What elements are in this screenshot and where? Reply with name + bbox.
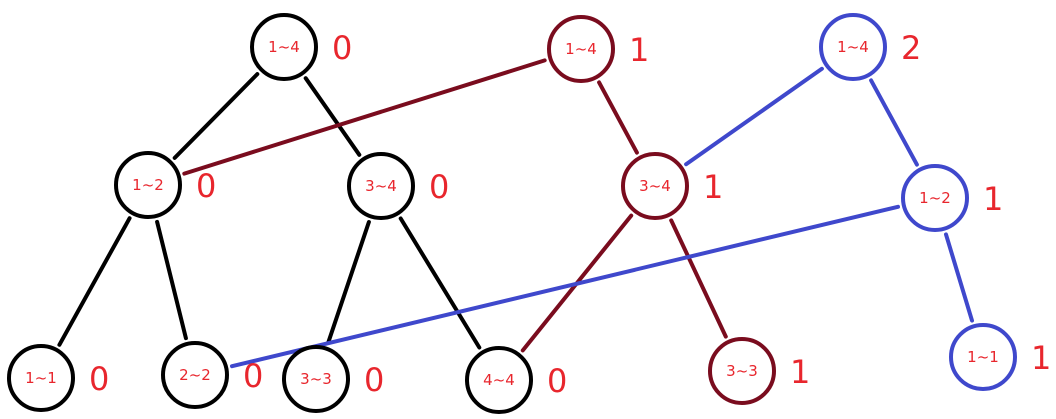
tree-node-t0-ll: 1~1 0 — [7, 344, 109, 412]
node-circle — [547, 15, 615, 83]
node-count-label: 1 — [703, 168, 723, 206]
edge-t2-root-to-t2-l — [869, 78, 919, 167]
node-range-label: 1~1 — [967, 348, 999, 366]
tree-node-t1-rl: 3~3 1 — [708, 337, 810, 405]
node-circle — [621, 152, 689, 220]
node-count-label: 0 — [429, 168, 449, 206]
edge-t0-r-to-t0-rl — [326, 220, 371, 345]
node-circle — [708, 337, 776, 405]
tree-node-t0-root: 1~4 0 — [250, 13, 352, 81]
tree-node-t2-l: 1~2 1 — [901, 164, 1003, 232]
node-range-label: 1~2 — [919, 189, 951, 207]
edge-t1-r-to-t1-rl — [669, 218, 728, 339]
node-count-label: 1 — [790, 353, 810, 391]
tree-node-t2-ll: 1~1 1 — [949, 323, 1051, 391]
node-circle — [250, 13, 318, 81]
node-count-label: 0 — [332, 29, 352, 67]
node-count-label: 0 — [364, 361, 384, 399]
tree-node-t0-r: 3~4 0 — [347, 152, 449, 220]
node-circle — [901, 164, 969, 232]
node-range-label: 2~2 — [179, 366, 211, 384]
node-range-label: 1~4 — [837, 38, 869, 56]
node-circle — [114, 151, 182, 219]
node-count-label: 2 — [901, 29, 921, 67]
node-count-label: 1 — [983, 180, 1003, 218]
edge-t2-l-to-t0-lr — [230, 204, 900, 369]
tree-node-t2-root: 1~4 2 — [819, 13, 921, 81]
node-range-label: 1~2 — [132, 176, 164, 194]
edge-t2-root-to-t1-r — [684, 66, 824, 167]
node-range-label: 3~4 — [639, 177, 671, 195]
edge-t1-root-to-t1-r — [597, 80, 639, 155]
node-count-label: 1 — [629, 31, 649, 69]
node-circle — [819, 13, 887, 81]
tree-node-t0-l: 1~2 0 — [114, 151, 216, 219]
edges-layer — [57, 58, 974, 369]
edge-t0-l-to-t0-lr — [155, 219, 188, 341]
edge-t0-root-to-t0-r — [303, 76, 362, 157]
node-circle — [282, 345, 350, 413]
tree-node-t1-root: 1~4 1 — [547, 15, 649, 83]
node-count-label: 0 — [547, 362, 567, 400]
nodes-layer: 1~4 0 1~2 0 3~4 0 1~1 0 2~2 0 3~3 0 4~4 0 1~4 1 3~4 1 3~3 1… — [7, 13, 1051, 414]
node-circle — [347, 152, 415, 220]
node-circle — [465, 346, 533, 414]
node-range-label: 3~3 — [726, 362, 758, 380]
tree-node-t0-lr: 2~2 0 — [161, 341, 263, 409]
edge-t1-root-to-t0-l — [182, 58, 547, 176]
node-range-label: 3~4 — [365, 177, 397, 195]
node-range-label: 3~3 — [300, 370, 332, 388]
edge-t2-l-to-t2-ll — [944, 232, 974, 323]
edge-t0-root-to-t0-l — [172, 72, 260, 160]
node-count-label: 0 — [243, 357, 263, 395]
node-count-label: 0 — [89, 360, 109, 398]
edge-t0-l-to-t0-ll — [57, 216, 132, 347]
node-circle — [161, 341, 229, 409]
node-count-label: 0 — [196, 167, 216, 205]
tree-node-t1-r: 3~4 1 — [621, 152, 723, 220]
node-range-label: 1~4 — [268, 38, 300, 56]
node-circle — [7, 344, 75, 412]
node-range-label: 1~1 — [25, 369, 57, 387]
node-range-label: 1~4 — [565, 40, 597, 58]
tree-node-t0-rr: 4~4 0 — [465, 346, 567, 414]
node-count-label: 1 — [1031, 339, 1051, 377]
node-range-label: 4~4 — [483, 371, 515, 389]
node-circle — [949, 323, 1017, 391]
tree-node-t0-rl: 3~3 0 — [282, 345, 384, 413]
edge-t0-r-to-t0-rr — [398, 216, 482, 350]
